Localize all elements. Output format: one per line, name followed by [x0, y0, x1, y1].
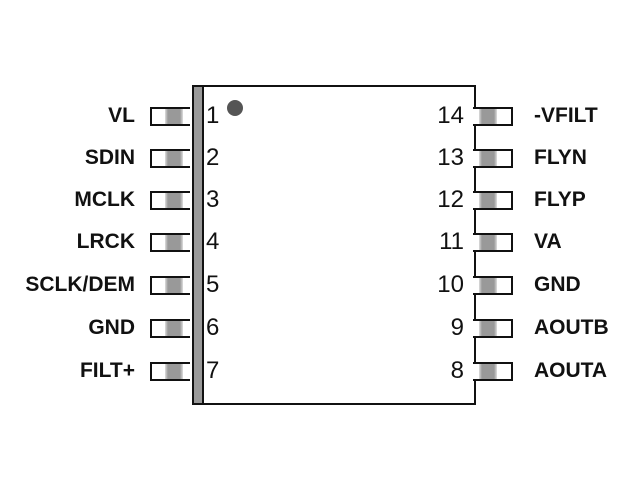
pin-number: 4	[206, 228, 220, 255]
pin-label: VL	[108, 104, 135, 127]
pin-lead	[150, 319, 190, 338]
pin-label: MCLK	[74, 188, 135, 211]
pin-lead-fill	[479, 235, 497, 250]
pin-label: LRCK	[76, 230, 135, 253]
chip-body	[192, 85, 476, 405]
pin-lead	[473, 149, 513, 168]
pin-lead	[473, 362, 513, 381]
pin-label: -VFILT	[534, 104, 598, 127]
pin-number: 10	[437, 271, 464, 298]
pin1-indicator-dot	[227, 100, 243, 116]
pin-lead-fill	[479, 278, 497, 293]
pin-number: 6	[206, 314, 220, 341]
pin-lead-fill	[479, 193, 497, 208]
pin-number: 1	[206, 102, 220, 129]
pin-number: 14	[437, 102, 464, 129]
pin-lead-fill	[479, 321, 497, 336]
pin-label: FLYP	[534, 188, 586, 211]
pin-lead	[473, 233, 513, 252]
pin-lead	[150, 233, 190, 252]
pin-number: 7	[206, 357, 220, 384]
pin-lead	[150, 107, 190, 126]
pin-lead-fill	[479, 109, 497, 124]
pin-number: 5	[206, 271, 220, 298]
pin-label: SCLK/DEM	[25, 273, 135, 296]
pin-lead-fill	[165, 235, 183, 250]
pin-label: FLYN	[534, 146, 587, 169]
pin-lead	[473, 319, 513, 338]
pin-label: GND	[88, 316, 135, 339]
pin-lead	[473, 107, 513, 126]
pin-lead-fill	[165, 193, 183, 208]
pin-number: 11	[439, 228, 464, 255]
pin-lead	[473, 276, 513, 295]
pin-lead	[150, 362, 190, 381]
pin-lead-fill	[479, 151, 497, 166]
pin-lead-fill	[165, 364, 183, 379]
pin-label: AOUTB	[534, 316, 609, 339]
pin-lead	[150, 191, 190, 210]
pin-number: 13	[437, 144, 464, 171]
pin-lead	[150, 149, 190, 168]
pin-number: 3	[206, 186, 220, 213]
pin-label: VA	[534, 230, 562, 253]
chip-edge-strip	[194, 87, 204, 403]
pin-lead-fill	[165, 109, 183, 124]
pin-label: FILT+	[79, 359, 135, 382]
pin-lead	[150, 276, 190, 295]
pin-label: SDIN	[84, 146, 135, 169]
pin-number: 8	[450, 357, 464, 384]
pin-lead-fill	[165, 278, 183, 293]
pin-lead	[473, 191, 513, 210]
pin-lead-fill	[479, 364, 497, 379]
pin-label: GND	[534, 273, 581, 296]
pin-number: 9	[450, 314, 464, 341]
pin-label: AOUTA	[534, 359, 608, 382]
pin-number: 2	[206, 144, 220, 171]
pin-lead-fill	[165, 151, 183, 166]
pin-lead-fill	[165, 321, 183, 336]
pin-number: 12	[437, 186, 464, 213]
